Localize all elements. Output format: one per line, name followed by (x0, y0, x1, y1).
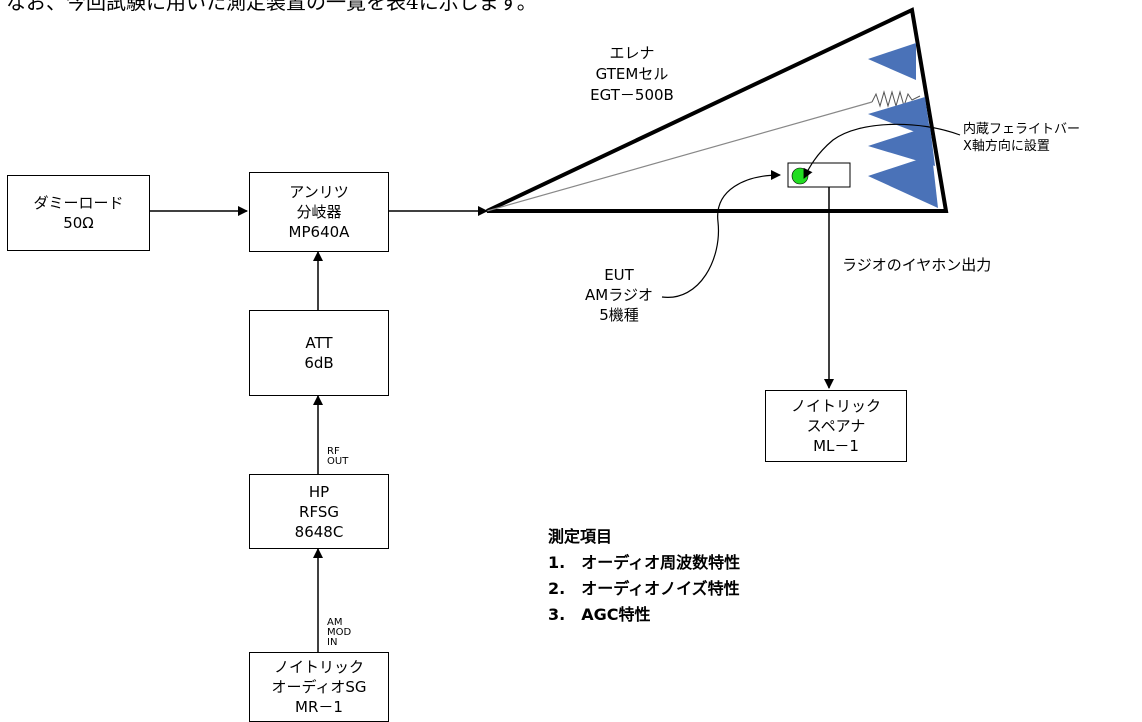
gtem-type: GTEMセル (595, 65, 669, 83)
am-mod-in-line1: AM (327, 617, 343, 628)
measurement-item-3: 3. AGC特性 (548, 605, 651, 624)
am-mod-in-label: AM MOD IN (327, 618, 351, 648)
dummy-load-value: 50Ω (63, 214, 94, 232)
audio-sg-model: MR－1 (295, 698, 343, 716)
measurement-item-1: 1. オーディオ周波数特性 (548, 553, 741, 572)
rfsg-model: 8648C (294, 522, 344, 541)
header-text: なお、今回試験に用いた測定装置の一覧を表4に示します。 (6, 0, 537, 14)
ferrite-callout-line (803, 123, 961, 179)
audio-sg-maker: ノイトリック (273, 658, 364, 676)
gtem-label: エレナ GTEMセル EGT－500B (582, 43, 682, 106)
eut-label-line3: 5機種 (599, 306, 639, 324)
measurement-setup-diagram (150, 7, 961, 652)
att-block: ATT 6dB (249, 310, 389, 396)
rfsg-type: RFSG (299, 502, 339, 521)
ferrite-label-line1: 内蔵フェライトバー (963, 122, 1081, 137)
eut-label-line1: EUT (604, 266, 634, 284)
splitter-type: 分岐器 (296, 203, 342, 221)
rfsg-block: HP RFSG 8648C (249, 474, 389, 549)
dummy-load-label: ダミーロード (33, 194, 124, 212)
analyzer-model: ML－1 (813, 437, 859, 455)
analyzer-block: ノイトリック スペアナ ML－1 (765, 390, 907, 462)
eut-callout-line (661, 170, 781, 298)
measurement-title: 測定項目 (548, 527, 613, 546)
am-mod-in-line3: IN (327, 637, 338, 648)
gtem-septum-line (486, 101, 873, 212)
rf-out-label: RF OUT (327, 447, 348, 467)
gtem-cell-outline (486, 7, 949, 213)
absorber-2-icon (868, 126, 935, 166)
gtem-maker: エレナ (609, 44, 655, 62)
rfsg-maker: HP (308, 482, 330, 501)
eut-label: EUT AMラジオ 5機種 (576, 265, 662, 325)
gtem-model: EGT－500B (590, 86, 674, 104)
absorber-3-icon (868, 155, 938, 208)
absorber-1-icon (868, 97, 931, 138)
absorber-top-icon (868, 43, 916, 80)
measurement-items: 測定項目 1. オーディオ周波数特性 2. オーディオノイズ特性 3. AGC特… (548, 524, 740, 628)
analyzer-maker: ノイトリック (790, 397, 881, 415)
dummy-load-block: ダミーロード 50Ω (7, 175, 150, 251)
eut-label-line2: AMラジオ (585, 286, 653, 304)
audio-sg-type: オーディオSG (271, 678, 367, 696)
att-label: ATT (305, 334, 333, 352)
measurement-item-2: 2. オーディオノイズ特性 (548, 579, 740, 598)
resistor-icon (871, 90, 921, 108)
earphone-output-label: ラジオのイヤホン出力 (842, 256, 992, 274)
am-mod-in-line2: MOD (327, 627, 352, 638)
rf-out-line1: RF (327, 446, 340, 457)
splitter-maker: アンリツ (289, 183, 349, 201)
ferrite-label: 内蔵フェライトバー X軸方向に設置 (963, 121, 1080, 155)
analyzer-type: スペアナ (806, 417, 866, 435)
ferrite-label-line2: X軸方向に設置 (963, 139, 1050, 154)
audio-sg-block: ノイトリック オーディオSG MR－1 (249, 652, 389, 722)
rf-out-line2: OUT (327, 456, 349, 467)
splitter-block: アンリツ 分岐器 MP640A (249, 172, 389, 252)
splitter-model: MP640A (288, 223, 350, 241)
att-value: 6dB (304, 354, 334, 372)
